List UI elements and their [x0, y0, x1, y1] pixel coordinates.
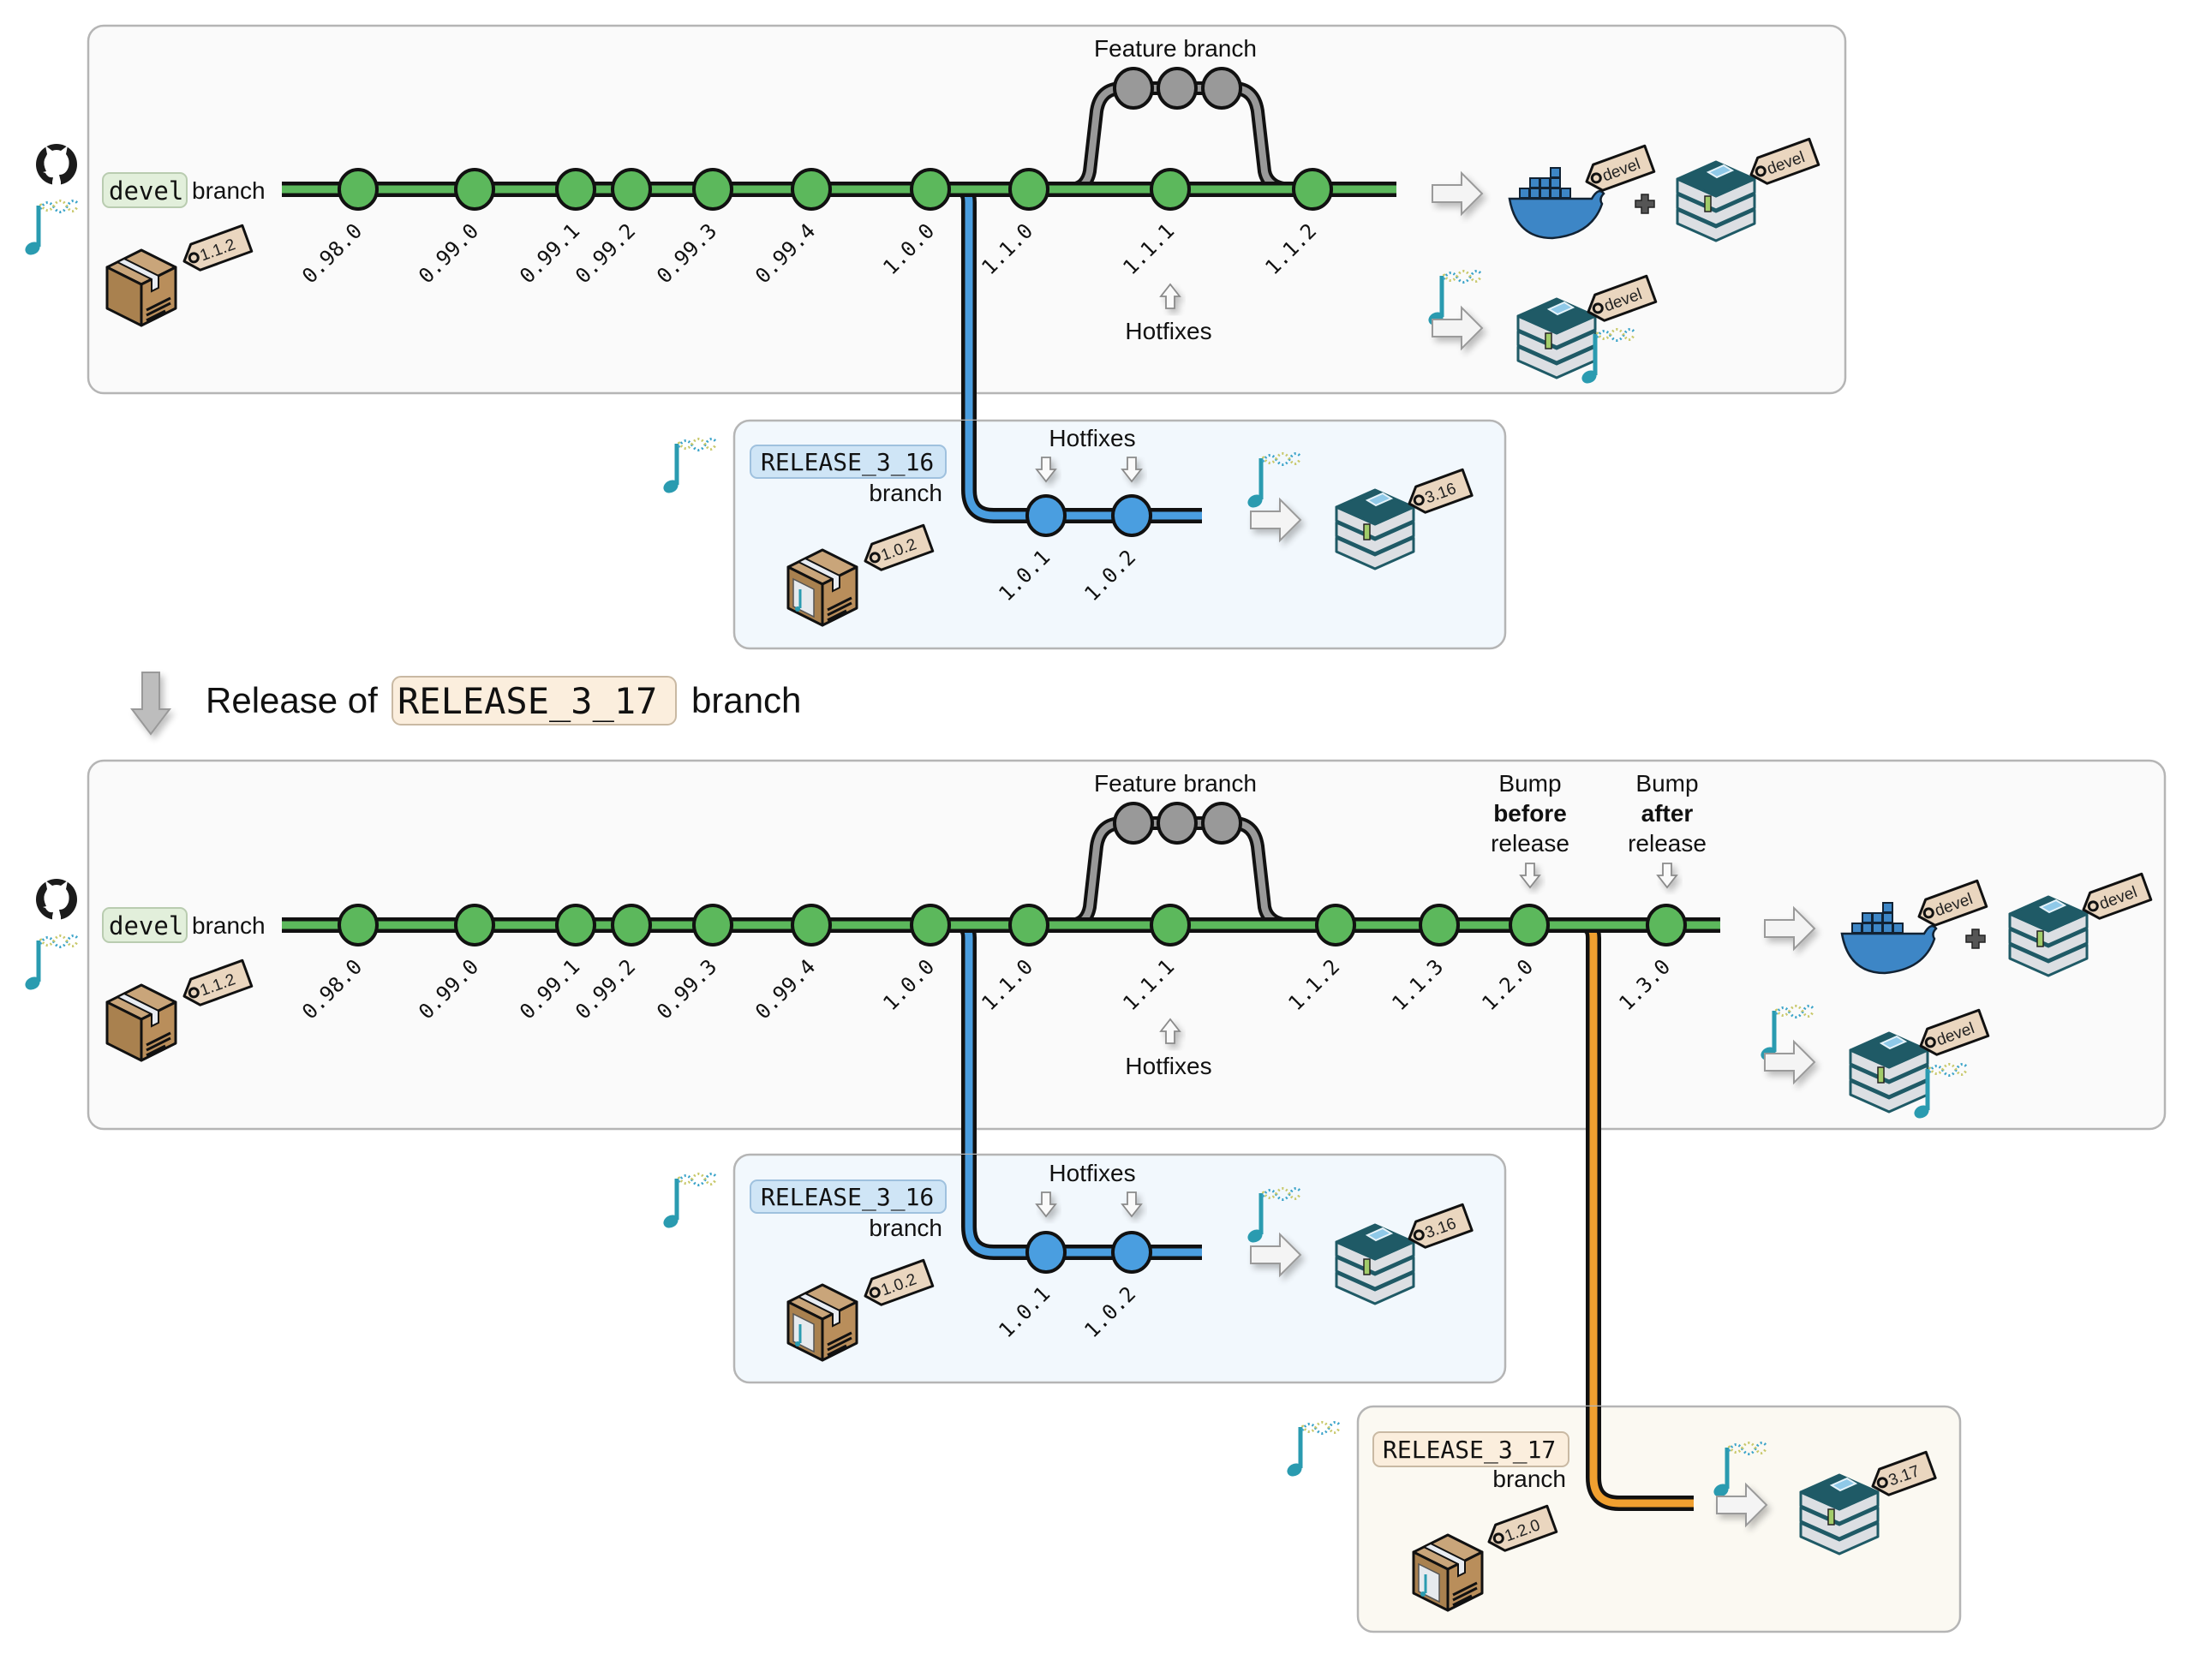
commit-node [1111, 494, 1152, 537]
release-3-16-branch-word: branch [869, 1215, 942, 1241]
commit-node [1025, 494, 1067, 537]
commit-node [1201, 802, 1242, 845]
bump-after-release-label: Bump after release [1628, 770, 1707, 887]
books-icon [1335, 488, 1415, 570]
commit-node [1113, 67, 1154, 110]
hotfix-label: Hotfixes [1049, 425, 1135, 451]
bioconductor-icon [661, 1173, 716, 1230]
devel-branch-name: devel [109, 176, 183, 206]
commit-node [1646, 904, 1687, 946]
docker-tag: devel [1917, 879, 1988, 927]
release-3-16-branch-word: branch [869, 480, 942, 506]
commit-node [910, 168, 951, 211]
commit-node [611, 904, 652, 946]
hotfix-label: Hotfixes [1125, 1053, 1211, 1079]
bioconductor-icon [23, 200, 78, 257]
commit-node [692, 168, 733, 211]
feature-branch-label: Feature branch [1094, 770, 1257, 797]
commit-node [1150, 904, 1191, 946]
commit-node [1419, 904, 1460, 946]
commit-node [454, 168, 495, 211]
github-icon [36, 879, 77, 920]
transition-branch: RELEASE_3_17 [398, 680, 657, 722]
package-box-icon [105, 248, 177, 327]
commit-node [1315, 904, 1356, 946]
bioc-book-tag: devel [1919, 1008, 1990, 1056]
feature-branch-label: Feature branch [1094, 35, 1257, 62]
svg-text:release: release [1628, 830, 1707, 857]
package-box-icon [1414, 1535, 1482, 1610]
feature-commits [1113, 67, 1242, 110]
books-icon [1849, 1031, 1929, 1114]
commit-node [454, 904, 495, 946]
commit-node [1025, 1231, 1067, 1274]
before-state: devel branch 1.1.2 Feature branch 0.98.0… [23, 24, 1847, 650]
books-icon [1799, 1473, 1880, 1556]
commit-node [791, 168, 832, 211]
package-box-icon [105, 983, 177, 1062]
release-3-17-heading-badge [392, 676, 677, 726]
commit-node [1292, 168, 1333, 211]
release-3-16-branch-name: RELEASE_3_16 [761, 1183, 934, 1212]
commit-node [1111, 1231, 1152, 1274]
transition-prefix: Release of [206, 680, 378, 720]
transition-heading: Release of RELEASE_3_17 branch [129, 672, 801, 736]
bioconductor-icon [1285, 1422, 1340, 1478]
commit-node [611, 168, 652, 211]
hotfix-label: Hotfixes [1049, 1160, 1135, 1186]
release-3-16-branch-name: RELEASE_3_16 [761, 448, 934, 477]
bioconductor-icon [661, 439, 716, 495]
after-state: devel branch 1.1.2 Feature branch Bump b… [23, 759, 2167, 1633]
books-icon [1516, 297, 1597, 379]
commit-node [1201, 67, 1242, 110]
svg-text:Bump: Bump [1498, 770, 1561, 797]
books-icon [1335, 1223, 1415, 1305]
bioconductor-icon [23, 935, 78, 992]
bump-before-release-label: Bump before release [1491, 770, 1569, 887]
commit-node [1150, 168, 1191, 211]
release-3-17-badge [1372, 1431, 1569, 1467]
package-box-icon [788, 550, 857, 625]
devel-panel-after [87, 759, 2167, 1131]
commit-node [910, 904, 951, 946]
books-icon [2008, 895, 2089, 977]
release-3-17-branch-word: branch [1492, 1466, 1566, 1492]
svg-text:Bump: Bump [1635, 770, 1698, 797]
commit-node [1113, 802, 1154, 845]
commit-node [1509, 904, 1550, 946]
books-icon [1676, 160, 1756, 242]
commit-node [1008, 904, 1049, 946]
devel-branch-badge [102, 907, 188, 943]
commit-node [1157, 67, 1198, 110]
commit-node [791, 904, 832, 946]
svg-text:after: after [1641, 800, 1694, 827]
transition-suffix: branch [691, 680, 801, 720]
hotfix-label: Hotfixes [1125, 318, 1211, 344]
devel-branch-word: branch [192, 177, 266, 204]
release-3-16-badge [750, 1179, 947, 1214]
devel-branch-name: devel [109, 911, 183, 940]
book-tag: 3.17 [1871, 1450, 1937, 1496]
commit-node [555, 168, 596, 211]
package-version-tag: 1.0.2 [864, 1258, 935, 1306]
github-icon [36, 144, 77, 185]
package-version-tag: 1.2.0 [1487, 1504, 1558, 1552]
release-3-17-branch-name: RELEASE_3_17 [1383, 1436, 1556, 1465]
package-box-icon [788, 1285, 857, 1360]
svg-text:release: release [1491, 830, 1569, 857]
book-tag: 3.16 [1408, 468, 1474, 514]
commit-node [338, 904, 379, 946]
commit-node [692, 904, 733, 946]
commit-node [338, 168, 379, 211]
commit-node [555, 904, 596, 946]
down-arrow-icon [129, 672, 172, 736]
devel-branch-badge [102, 172, 188, 208]
feature-commits [1113, 802, 1242, 845]
release-3-16-badge [750, 445, 947, 479]
svg-text:before: before [1493, 800, 1567, 827]
devel-branch-word: branch [192, 912, 266, 939]
commit-node [1008, 168, 1049, 211]
commit-node [1157, 802, 1198, 845]
book-tag: 3.16 [1408, 1203, 1474, 1249]
